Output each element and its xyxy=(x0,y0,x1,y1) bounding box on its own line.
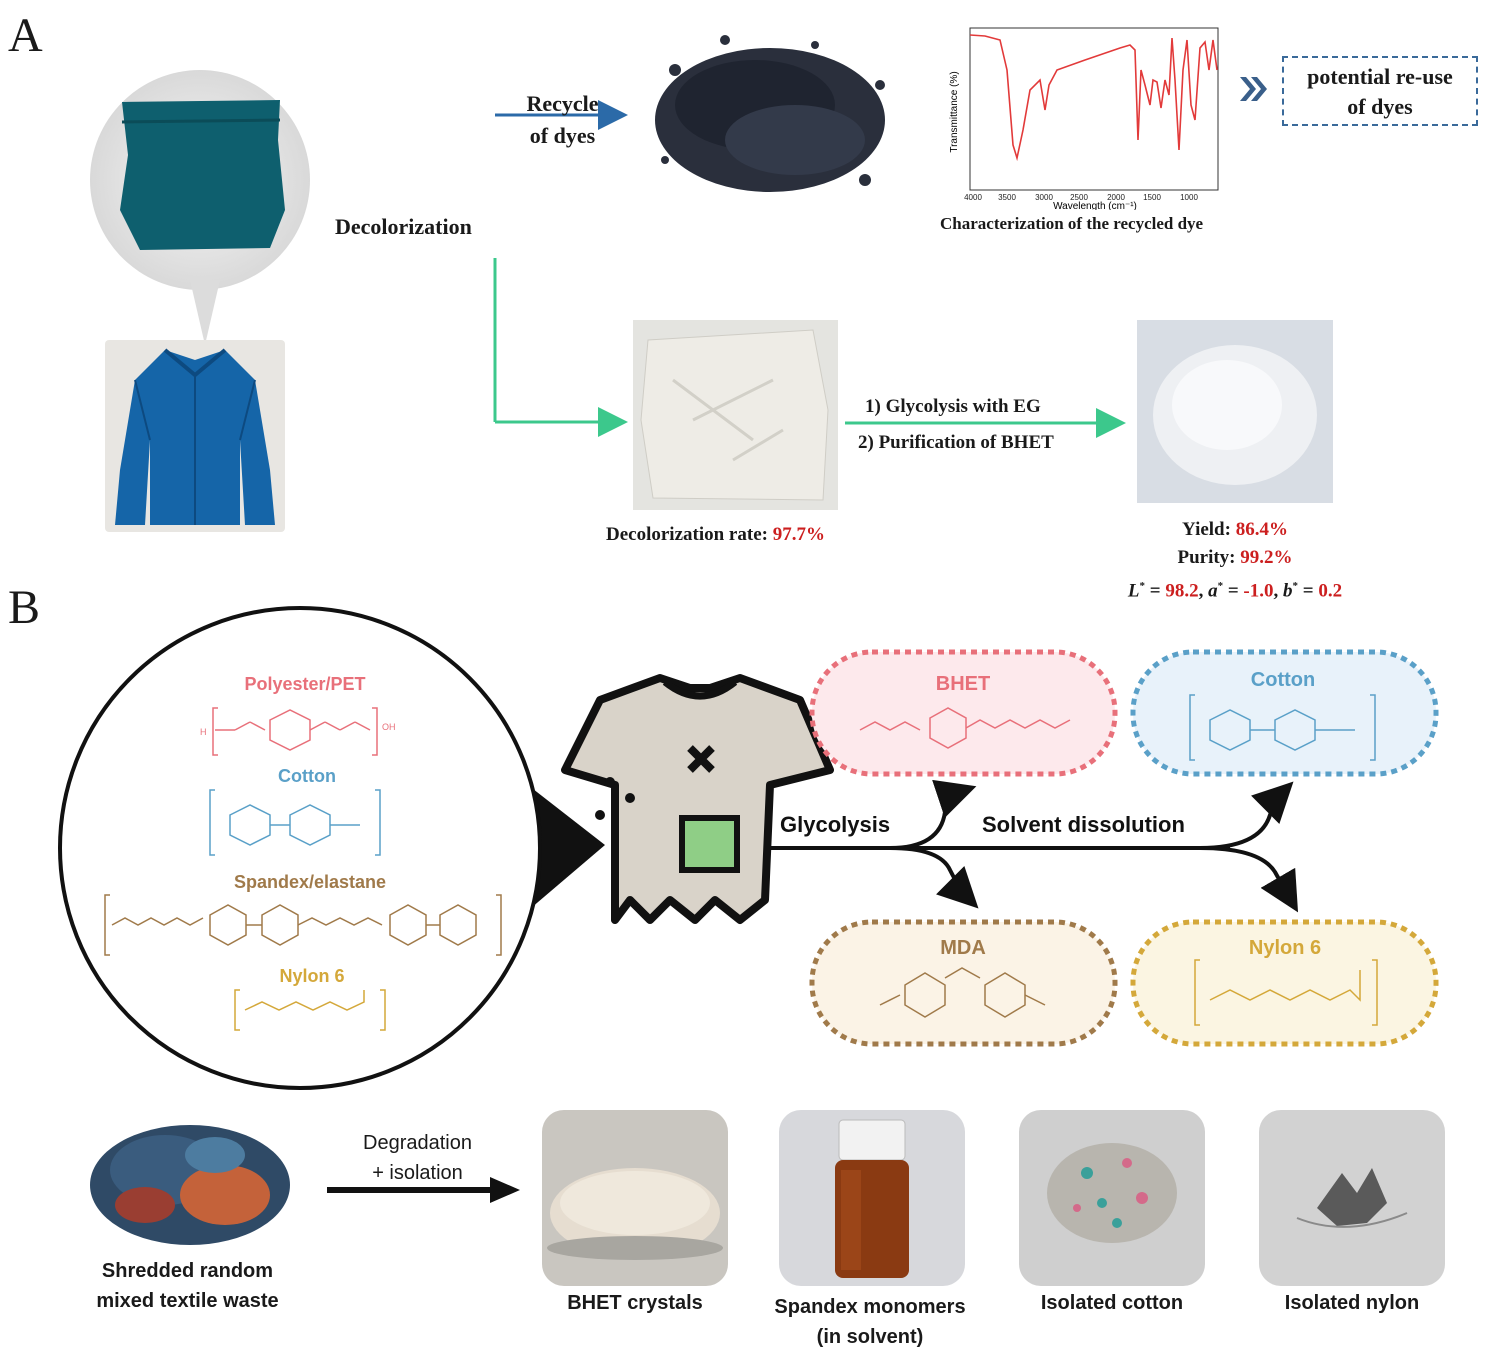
nylon-structure xyxy=(234,989,386,1031)
spandex-label: Spandex/elastane xyxy=(234,872,386,892)
recycled-dye-photo xyxy=(635,10,905,205)
color-values-row: L* = 98.2, a* = -1.0, b* = 0.2 xyxy=(1127,580,1343,602)
decolorization-label: Decolorization xyxy=(335,214,472,239)
double-chevron-icon xyxy=(1240,77,1267,101)
isolated-cotton-caption: Isolated cotton xyxy=(1040,1292,1184,1314)
bhet-crystals-photo xyxy=(542,1110,728,1286)
pet-label: Polyester/PET xyxy=(244,674,365,694)
spandex-caption-line2: (in solvent) xyxy=(816,1326,924,1348)
nylon-label: Nylon 6 xyxy=(279,966,344,986)
svg-text:OH: OH xyxy=(382,722,396,732)
yield-row: Yield: 86.4% xyxy=(1110,516,1360,544)
spandex-structure xyxy=(104,894,502,956)
ftir-tick: 1500 xyxy=(1143,193,1161,202)
degradation-arrow xyxy=(327,1177,520,1203)
spandex-caption-line1: Spandex monomers xyxy=(774,1296,966,1318)
mda-structure xyxy=(879,967,1046,1018)
shredded-textile-photo xyxy=(90,1125,290,1245)
recycle-of-dyes-label: Recycle of dyes xyxy=(520,88,605,152)
recycle-line2: of dyes xyxy=(529,123,596,148)
spandex-monomers-caption: Spandex monomers (in solvent) xyxy=(755,1292,985,1352)
characterization-caption: Characterization of the recycled dye xyxy=(940,214,1204,233)
shredded-line2: mixed textile waste xyxy=(96,1290,279,1312)
solvent-down-arrow xyxy=(1199,846,1299,913)
isolated-cotton-photo xyxy=(1019,1110,1205,1286)
degradation-line1: Degradation xyxy=(363,1132,472,1154)
purity-row: Purity: 99.2% xyxy=(1110,544,1360,572)
cotton-capsule xyxy=(1130,649,1439,777)
yield-label: Yield: xyxy=(1182,519,1236,540)
ftir-ylabel: Transmittance (%) xyxy=(949,71,960,152)
cotton-structure xyxy=(209,789,381,856)
glycolysis-down-arrow xyxy=(889,846,979,909)
step2-label: 2) Purification of BHET xyxy=(858,432,1054,453)
a-value: -1.0 xyxy=(1243,580,1274,602)
bhet-powder-photo xyxy=(1137,320,1333,503)
bhet-stats: Yield: 86.4% Purity: 99.2% L* = 98.2, a*… xyxy=(1110,516,1360,605)
polymer-circle xyxy=(58,606,542,1090)
bhet-product-label: BHET xyxy=(936,673,990,695)
decolor-rate-value: 97.7% xyxy=(772,524,825,545)
ftir-trace xyxy=(969,34,1218,162)
degradation-line2: + isolation xyxy=(372,1162,463,1184)
yield-value: 86.4% xyxy=(1235,519,1288,540)
glycolysis-up-arrow xyxy=(889,779,977,850)
isolated-nylon-caption: Isolated nylon xyxy=(1284,1292,1420,1314)
panel-a-letter: A xyxy=(8,9,43,62)
torn-tshirt-icon xyxy=(561,674,834,924)
blue-shirt-photo xyxy=(105,340,285,532)
solvent-dissolution-label: Solvent dissolution xyxy=(982,812,1185,837)
nylon-product-structure xyxy=(1194,959,1378,1026)
bhet-capsule xyxy=(809,649,1118,777)
panel-a-arrows xyxy=(325,100,1126,438)
isolated-nylon-photo xyxy=(1259,1110,1445,1286)
recycle-line1: Recycle xyxy=(526,91,599,116)
nylon-product-label: Nylon 6 xyxy=(1249,937,1321,959)
reuse-line2: of dyes xyxy=(1347,94,1413,119)
mda-product-label: MDA xyxy=(940,937,986,959)
ftir-xlabel: Wavelength (cm⁻¹) xyxy=(1053,201,1137,210)
callout-pointer xyxy=(190,280,220,345)
reuse-box: potential re-use of dyes xyxy=(1282,56,1478,126)
decolor-rate-label: Decolorization rate: xyxy=(606,524,773,545)
shredded-caption: Shredded random mixed textile waste xyxy=(70,1256,305,1316)
glycolysis-label: Glycolysis xyxy=(780,812,890,837)
cotton-product-label: Cotton xyxy=(1251,669,1315,691)
pet-structure xyxy=(212,707,378,756)
step1-label: 1) Glycolysis with EG xyxy=(865,396,1041,417)
purity-value: 99.2% xyxy=(1240,547,1293,568)
nylon-capsule xyxy=(1130,919,1439,1047)
ftir-tick: 3500 xyxy=(998,193,1016,202)
panel-b-letter: B xyxy=(8,581,41,634)
degradation-label: Degradation + isolation xyxy=(345,1128,490,1188)
fabric-callout xyxy=(90,70,310,345)
L-value: 98.2 xyxy=(1165,580,1199,602)
cotton-label: Cotton xyxy=(278,766,336,786)
mda-capsule xyxy=(809,919,1118,1047)
ftir-tick: 2500 xyxy=(1070,193,1088,202)
decolorization-rate: Decolorization rate: 97.7% xyxy=(606,524,825,546)
purity-label: Purity: xyxy=(1177,547,1241,568)
solvent-up-arrow xyxy=(1199,781,1294,850)
b-value: 0.2 xyxy=(1318,580,1343,602)
svg-text:H: H xyxy=(200,727,207,737)
ftir-tick: 2000 xyxy=(1107,193,1125,202)
bhet-structure xyxy=(859,707,1071,749)
ftir-tick: 3000 xyxy=(1035,193,1053,202)
ftir-spectrum: Transmittance (%) 4000 3500 3000 2500 20… xyxy=(949,27,1219,210)
ftir-tick: 1000 xyxy=(1180,193,1198,202)
decolorized-fabric-photo xyxy=(633,320,838,510)
cotton-product-structure xyxy=(1189,694,1376,761)
panel-b-diagram: Polyester/PET H OH Cotton Spandex/elasta… xyxy=(58,606,1439,1090)
spandex-monomers-photo xyxy=(779,1110,965,1286)
teal-fabric-swatch xyxy=(120,100,285,250)
bhet-crystals-caption: BHET crystals xyxy=(567,1292,703,1314)
reuse-line1: potential re-use xyxy=(1307,64,1453,89)
shredded-line1: Shredded random xyxy=(101,1260,274,1282)
ftir-tick: 4000 xyxy=(964,193,982,202)
